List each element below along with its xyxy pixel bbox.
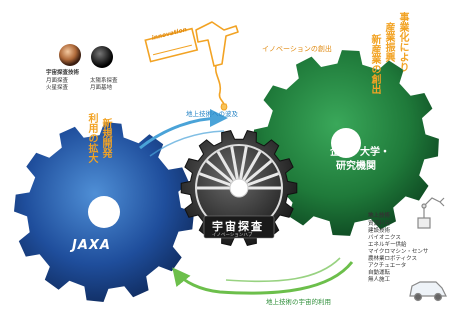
ground-tech-item: 資源利用 <box>368 221 391 227</box>
partner-gear <box>253 50 439 236</box>
ground-tech-item: 農林業ロボティクス <box>368 256 418 262</box>
ground-tech-item: 無人施工 <box>368 277 391 283</box>
jaxa-vertical-1: 新規開発 <box>100 118 111 158</box>
jaxa-gear <box>14 122 194 302</box>
ground-tech-item: バイオニクス <box>368 235 401 241</box>
space-tech-item: 月面基地 <box>90 85 113 91</box>
jaxa-logo: JAXA <box>72 238 111 253</box>
space-tech-item: 火星探査 <box>46 85 69 91</box>
ground-tech-item: 建設技術 <box>368 228 391 234</box>
jaxa-vertical-2: 利用の拡大 <box>86 113 97 163</box>
ground-tech-item: アクチュエータ <box>368 263 407 269</box>
bottom-arrow <box>172 261 354 295</box>
innovation-label: イノベーションの創出 <box>262 45 332 53</box>
ground-tech-item: エネルギー供給 <box>368 242 407 248</box>
center-title: 宇宙探査 <box>212 220 264 233</box>
ground-tech-item: 自動運転 <box>368 270 391 276</box>
top-arrow-label: 地上技術への波及 <box>186 110 238 118</box>
ground-tech-title: 地上技術 <box>368 213 391 219</box>
space-tech-item: 太陽系探査 <box>90 78 118 84</box>
innovation-faucet <box>144 21 239 111</box>
partner-main-line-2: 研究機関 <box>336 161 376 172</box>
top-arrow-secondary <box>149 130 225 157</box>
space-tech-item: 月面探査 <box>46 78 69 84</box>
partner-main-line-1: 企業・大学・ <box>330 147 390 158</box>
space-tech-title: 宇宙探査技術 <box>46 70 80 76</box>
asteroid-image <box>91 46 113 68</box>
partner-vertical-3: 新産業の創出 <box>369 34 380 94</box>
center-subtitle: イノベーションハブ <box>212 233 253 238</box>
robot-arm-illustration <box>417 197 445 229</box>
vehicle-illustration <box>409 281 447 302</box>
partner-vertical-2: 産業振興 <box>383 22 394 62</box>
ground-tech-item: マイクロマシン・センサ <box>368 249 429 255</box>
bottom-arrow-label: 地上技術の宇宙的利用 <box>266 298 331 306</box>
bottom-arrow-secondary <box>225 257 341 283</box>
partner-vertical-1: 事業化により <box>397 12 408 72</box>
top-arrow <box>139 109 228 150</box>
moon-image <box>59 44 81 66</box>
center-gear <box>180 130 298 246</box>
